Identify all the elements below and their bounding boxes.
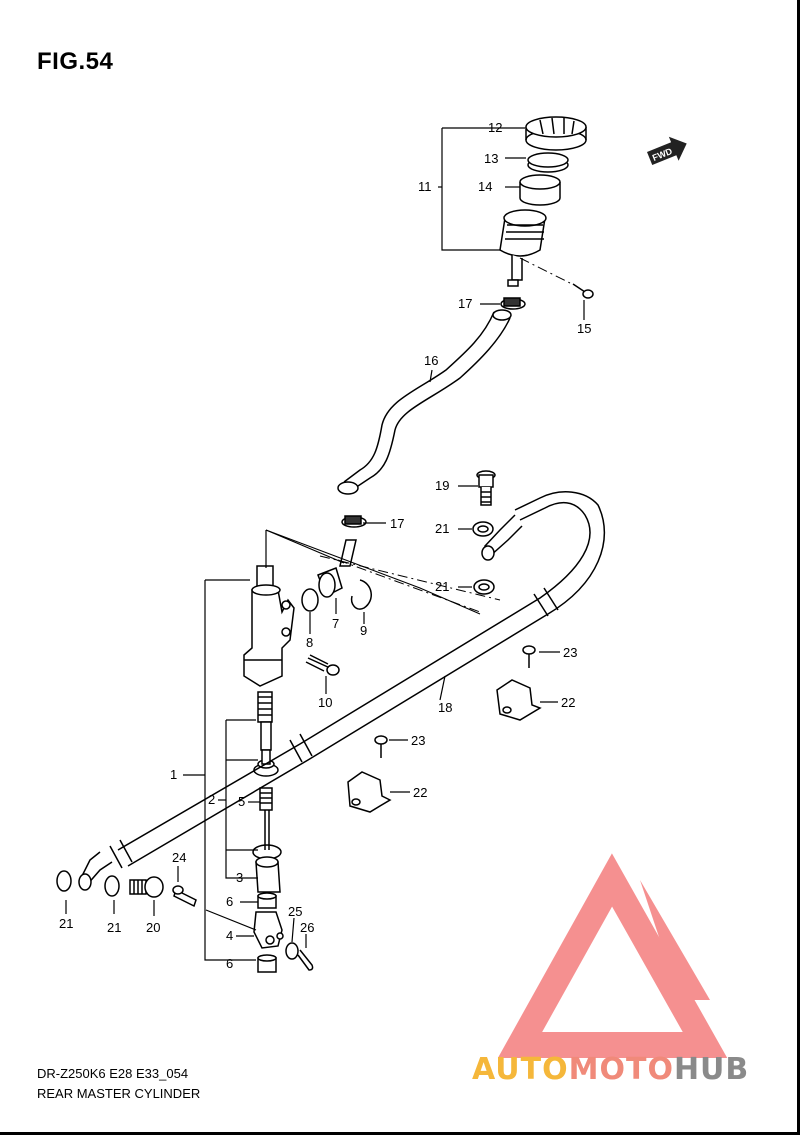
callout-21-d: 21 xyxy=(107,920,121,935)
callout-24: 24 xyxy=(172,850,186,865)
callout-12: 12 xyxy=(488,120,502,135)
washer-21-b xyxy=(473,579,495,595)
reservoir-body-11 xyxy=(499,209,547,287)
callout-26: 26 xyxy=(300,920,314,935)
callout-8: 8 xyxy=(306,635,313,650)
callout-5: 5 xyxy=(238,794,245,809)
callout-23-lower: 23 xyxy=(411,733,425,748)
callout-6-lower: 6 xyxy=(226,956,233,971)
nut-6-upper xyxy=(257,892,277,909)
callout-1: 1 xyxy=(170,767,177,782)
clevis-4 xyxy=(253,911,284,949)
callout-10: 10 xyxy=(318,695,332,710)
callout-11: 11 xyxy=(418,179,432,194)
watermark-part-auto: AUTO xyxy=(472,1052,569,1087)
callout-9: 9 xyxy=(360,623,367,638)
union-bolt-19 xyxy=(476,470,496,506)
brake-hose-18 xyxy=(78,491,606,891)
callout-17-lower: 17 xyxy=(390,516,404,531)
washer-21-a xyxy=(472,521,494,537)
circlip-9 xyxy=(350,579,372,610)
callout-22-upper: 22 xyxy=(561,695,575,710)
callout-14: 14 xyxy=(478,179,492,194)
callout-13: 13 xyxy=(484,151,498,166)
reservoir-screw-15 xyxy=(572,283,594,299)
figure-title: FIG.54 xyxy=(37,48,114,75)
callout-7: 7 xyxy=(332,616,339,631)
callout-21-c: 21 xyxy=(59,916,73,931)
hose-clamp-17-lower xyxy=(341,515,367,528)
screw-23-upper xyxy=(522,645,536,668)
watermark-wordmark: AUTOMOTOHUB xyxy=(472,1052,749,1087)
callout-2: 2 xyxy=(208,792,215,807)
center-line xyxy=(319,257,571,613)
callout-labels: 12 13 11 14 17 15 16 19 17 21 21 7 8 9 2… xyxy=(59,120,591,971)
callout-6-upper: 6 xyxy=(226,894,233,909)
bolt-10 xyxy=(305,654,340,676)
reference-line xyxy=(265,529,481,615)
callout-25: 25 xyxy=(288,904,302,919)
union-bolt-20 xyxy=(129,876,164,898)
pushrod-5 xyxy=(252,787,282,860)
diaphragm-14 xyxy=(519,174,561,206)
boot-3 xyxy=(255,856,281,893)
fwd-arrow-icon: FWD xyxy=(647,136,687,165)
reservoir-hose-16 xyxy=(337,309,512,495)
screw-23-lower xyxy=(374,735,388,758)
hose-clamp-22-upper xyxy=(496,679,542,721)
callout-17-upper: 17 xyxy=(458,296,472,311)
callout-16: 16 xyxy=(424,353,438,368)
hose-union-7 xyxy=(317,539,357,598)
reservoir-cap-12 xyxy=(525,116,587,151)
washer-21-d xyxy=(104,875,120,897)
watermark-part-hub: HUB xyxy=(673,1052,750,1087)
washer-21-c xyxy=(56,870,72,892)
callout-23-upper: 23 xyxy=(563,645,577,660)
watermark-logo-icon xyxy=(497,853,728,1058)
o-ring-8 xyxy=(301,588,319,612)
washer-25 xyxy=(285,942,299,960)
callout-21-a: 21 xyxy=(435,521,449,536)
callout-18: 18 xyxy=(438,700,452,715)
nut-6-lower xyxy=(257,954,277,973)
master-cylinder-body xyxy=(243,565,295,687)
assembly-name: REAR MASTER CYLINDER xyxy=(37,1086,201,1101)
callout-15: 15 xyxy=(577,321,591,336)
callout-3: 3 xyxy=(236,870,243,885)
callout-21-b: 21 xyxy=(435,579,449,594)
watermark-part-moto: MOTO xyxy=(568,1052,674,1087)
pin-24 xyxy=(172,885,197,908)
callout-20: 20 xyxy=(146,920,160,935)
leader-lines xyxy=(65,127,585,961)
hose-clamp-17-upper xyxy=(500,297,526,310)
diaphragm-plate-13 xyxy=(527,152,569,173)
callout-22-lower: 22 xyxy=(413,785,427,800)
callout-4: 4 xyxy=(226,928,233,943)
piston-spring xyxy=(257,691,273,751)
hose-clamp-22-lower xyxy=(347,771,392,813)
cotter-pin-26 xyxy=(297,949,314,971)
callout-19: 19 xyxy=(435,478,449,493)
model-code: DR-Z250K6 E28 E33_054 xyxy=(37,1066,189,1081)
